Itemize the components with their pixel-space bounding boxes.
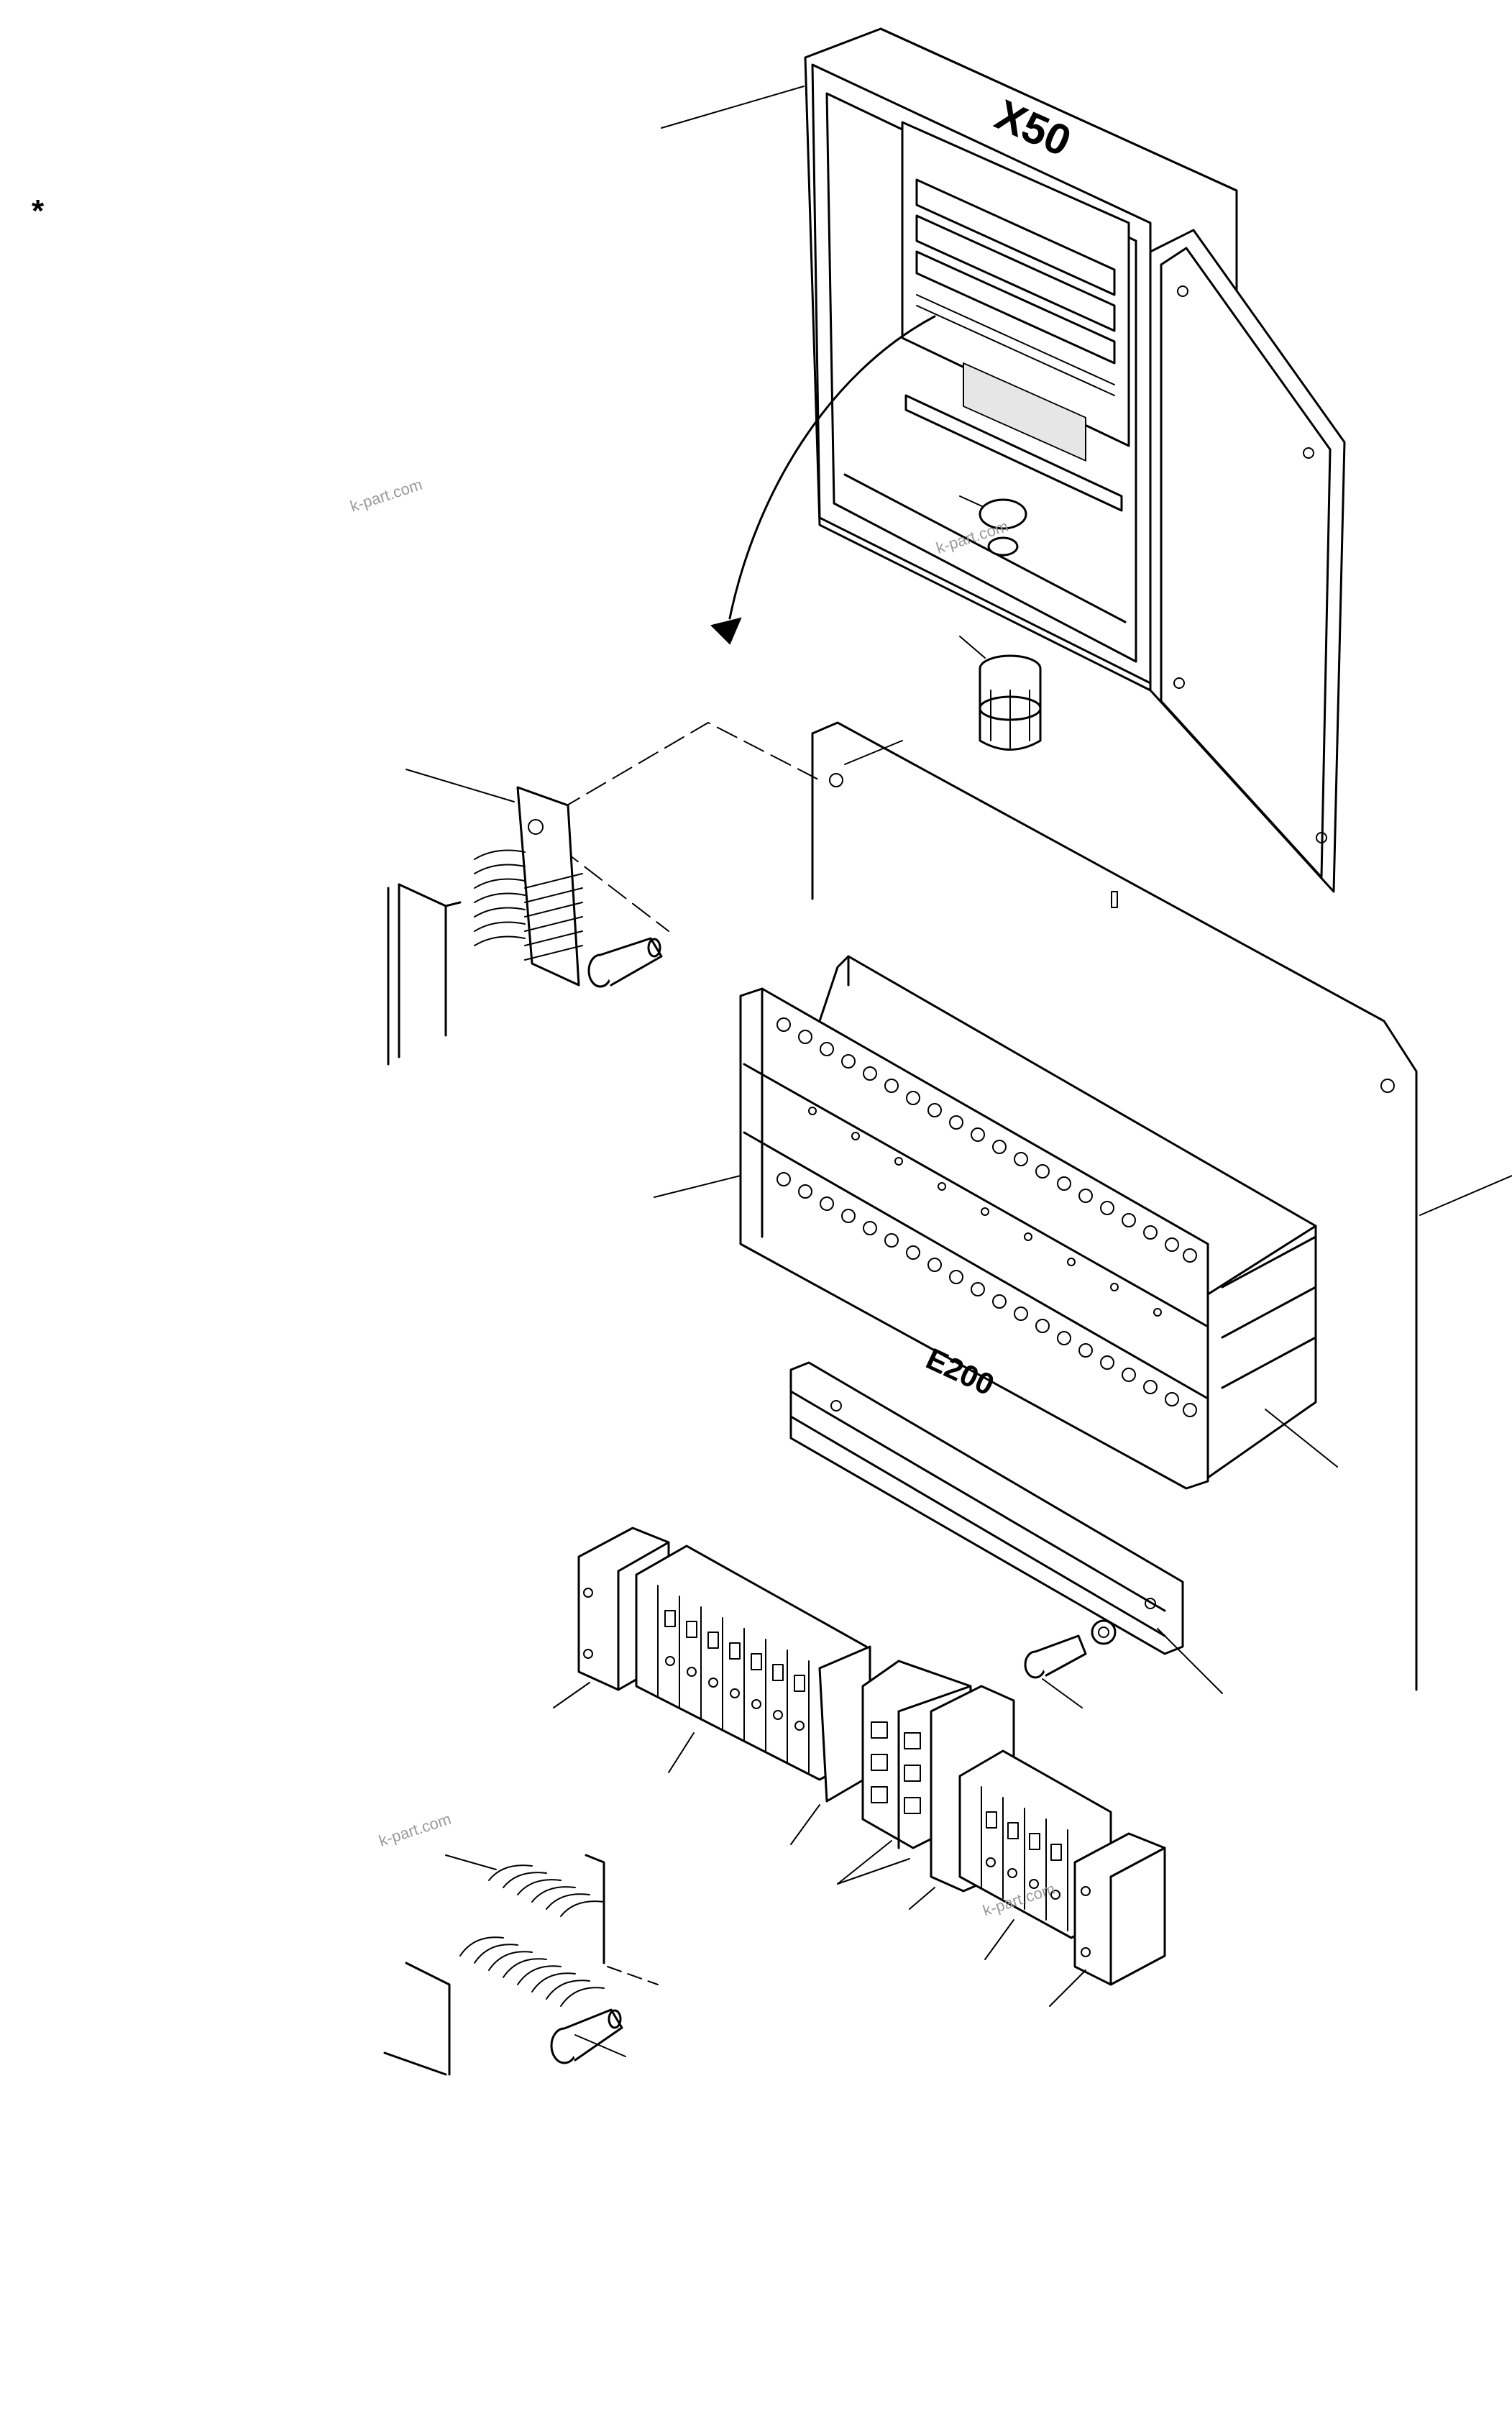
cabinet: X50: [661, 27, 1346, 893]
jumper-comb-bottom: [383, 1854, 659, 2076]
end-cap-right: [1049, 1832, 1166, 2007]
watermark: k-part.com: [377, 1810, 454, 1850]
screw-top: [587, 937, 663, 988]
jumper-comb-top: [387, 769, 583, 1066]
rail-screw: [1024, 1619, 1117, 1708]
terminal-holes-row2: [776, 1172, 1197, 1417]
direction-arrow: [710, 315, 936, 645]
inner-terminal-row: [963, 362, 1086, 462]
mounting-plate: [560, 721, 1512, 1691]
terminal-modules-left: [635, 1545, 868, 1781]
screw-bottom: [550, 2008, 626, 2064]
cable-gland: [959, 636, 1042, 751]
terminal-dots: [808, 1107, 1162, 1317]
asterisk-marker: *: [32, 193, 45, 229]
terminal-modules-right: [958, 1749, 1112, 1960]
watermark: k-part.com: [348, 475, 425, 516]
inner-terminal-strips: [915, 178, 1116, 396]
din-rail: [789, 1361, 1223, 1694]
terminal-block-e200: E200: [654, 955, 1338, 1490]
terminal-holes-row1: [776, 1017, 1197, 1263]
